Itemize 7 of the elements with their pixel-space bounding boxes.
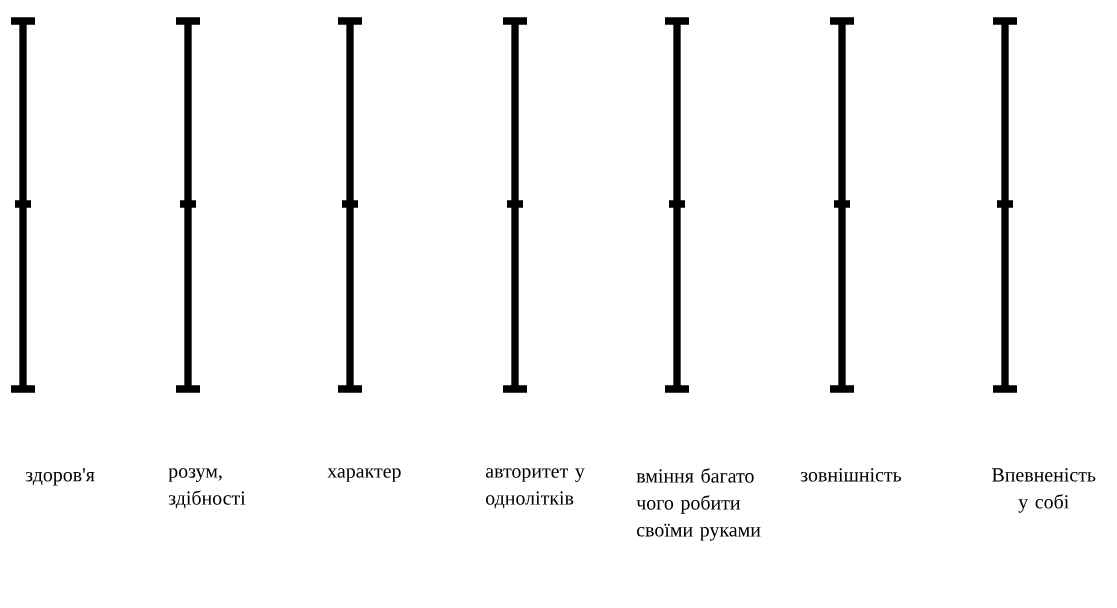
scale-label: вміння багато чого робити своїми руками [636,468,761,541]
scale-label: Впевненість у собі [992,468,1096,513]
scale-label: характер [327,468,401,482]
scale-label: зовнішність [800,468,902,482]
scale-label: розум, здібності [168,468,246,509]
scale-label: здоров'я [25,468,95,486]
scale-label: авторитет у однолітків [485,468,585,509]
